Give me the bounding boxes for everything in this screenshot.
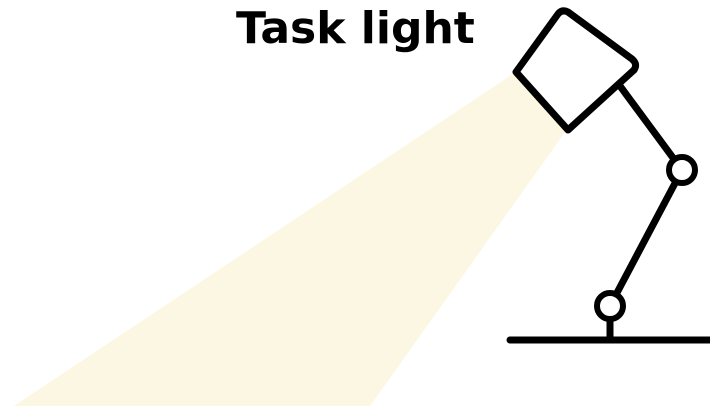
lamp-head [512,7,640,134]
lamp-lower-arm [606,166,686,310]
lamp-upper-arm [616,82,686,174]
diagram-title: Task light [236,3,475,54]
lower-joint [594,290,626,322]
upper-joint [666,154,698,186]
light-beam [14,72,568,406]
